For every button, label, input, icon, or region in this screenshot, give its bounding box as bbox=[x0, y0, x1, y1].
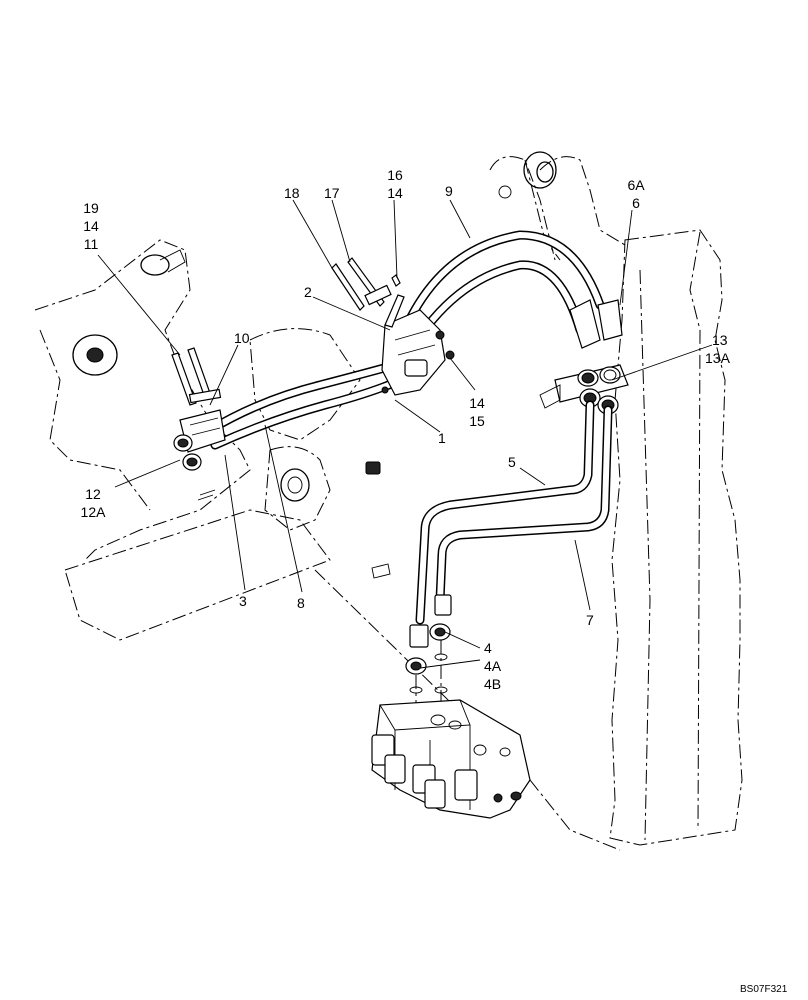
callout-14: 14 bbox=[83, 218, 99, 234]
leader-lines bbox=[97, 199, 713, 669]
callout-12: 12 bbox=[85, 486, 101, 502]
callout-13a: 13A bbox=[705, 350, 730, 366]
drawing-code: BS07F321 bbox=[740, 984, 788, 995]
control-valve bbox=[371, 699, 531, 819]
callout-14-top: 14 bbox=[387, 185, 403, 201]
callout-10: 10 bbox=[234, 330, 250, 346]
callout-1: 1 bbox=[438, 430, 446, 446]
loader-arm bbox=[34, 239, 621, 851]
bolts-16-17-18 bbox=[331, 257, 405, 328]
bolts-left bbox=[171, 347, 226, 453]
callout-3: 3 bbox=[239, 593, 247, 609]
callout-2: 2 bbox=[304, 284, 312, 300]
callout-4: 4 bbox=[484, 640, 492, 656]
callout-4b: 4B bbox=[484, 676, 502, 692]
callout-17: 17 bbox=[324, 185, 340, 201]
callout-15: 15 bbox=[469, 413, 485, 429]
fittings-12 bbox=[173, 434, 202, 471]
hose-3-8 bbox=[205, 360, 410, 450]
callout-5: 5 bbox=[508, 454, 516, 470]
callout-13: 13 bbox=[712, 332, 728, 348]
callout-12a: 12A bbox=[80, 504, 106, 520]
callout-18: 18 bbox=[284, 185, 300, 201]
callout-8: 8 bbox=[297, 595, 305, 611]
callout-6: 6 bbox=[632, 195, 640, 211]
callout-11: 11 bbox=[83, 236, 99, 252]
tubes-5-7 bbox=[415, 400, 613, 625]
callout-19: 19 bbox=[83, 200, 99, 216]
callout-6a: 6A bbox=[627, 177, 645, 193]
callout-9: 9 bbox=[445, 183, 453, 199]
hose-9 bbox=[390, 230, 605, 365]
fittings-4 bbox=[405, 594, 452, 715]
callout-4a: 4A bbox=[484, 658, 502, 674]
callout-14-mid: 14 bbox=[469, 395, 485, 411]
callout-7: 7 bbox=[586, 612, 594, 628]
hose-clamp-bracket bbox=[381, 309, 455, 396]
callout-16: 16 bbox=[387, 167, 403, 183]
